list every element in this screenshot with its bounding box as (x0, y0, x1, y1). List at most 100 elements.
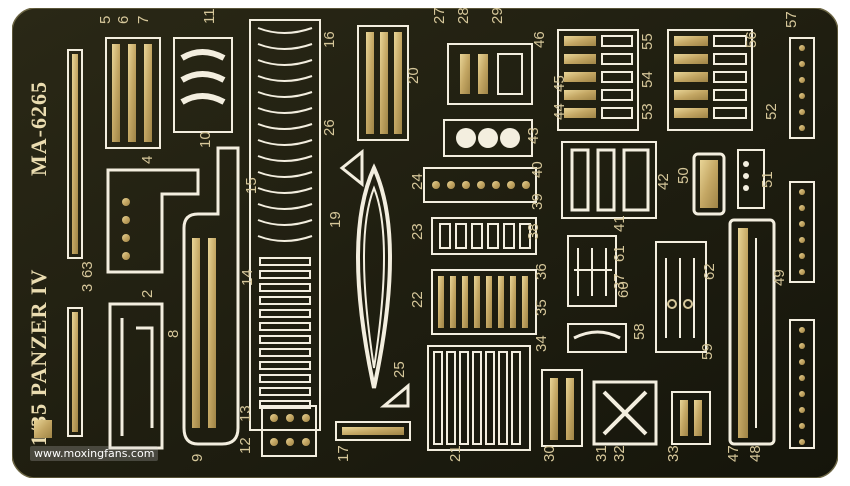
part-42-50 (692, 152, 726, 216)
part-63 (67, 49, 83, 259)
part-43 (443, 119, 533, 157)
part-8-9-10 (182, 146, 240, 446)
part-number-label: 11 (201, 8, 218, 24)
part-number-label: 36 (533, 263, 550, 280)
part-number-label: 57 (783, 11, 800, 28)
part-25 (379, 382, 410, 408)
part-number-label: 59 (699, 343, 716, 360)
part-number-label: 24 (409, 173, 426, 190)
part-number-label: 7 (135, 16, 152, 24)
part-20 (357, 25, 409, 141)
photo-etch-fret: 1/35 PANZER IV MA-6265 (12, 8, 838, 478)
part-number-label: 5 (97, 16, 114, 24)
part-26 (339, 148, 364, 188)
part-number-label: 63 (79, 261, 96, 278)
part-14-15-16 (249, 19, 321, 431)
part-5-6-7 (105, 37, 161, 149)
part-number-label: 31 (593, 445, 610, 462)
part-12-13 (261, 405, 317, 457)
part-number-label: 43 (525, 127, 542, 144)
part-number-label: 62 (701, 263, 718, 280)
part-number-label: 2 (139, 290, 156, 298)
part-number-label: 8 (165, 330, 182, 338)
part-44-45-46 (557, 29, 639, 131)
part-number-label: 54 (639, 71, 656, 88)
part-3 (67, 307, 83, 437)
part-number-label: 30 (541, 445, 558, 462)
watermark: www.moxingfans.com (30, 446, 159, 461)
part-number-label: 28 (455, 8, 472, 24)
maker-logo (34, 420, 52, 438)
part-number-label: 42 (655, 173, 672, 190)
part-number-label: 23 (409, 223, 426, 240)
part-number-label: 61 (611, 245, 628, 262)
part-number-label: 33 (665, 445, 682, 462)
part-number-label: 45 (551, 75, 568, 92)
part-34 (567, 323, 627, 353)
part-number-label: 15 (243, 177, 260, 194)
fret-base (12, 8, 838, 478)
part-57 (789, 37, 815, 449)
part-number-label: 39 (529, 193, 546, 210)
part-52-56 (667, 29, 753, 131)
part-47-48-49 (728, 218, 776, 446)
part-19 (356, 163, 392, 389)
part-number-label: 48 (747, 445, 764, 462)
part-number-label: 4 (139, 156, 156, 164)
part-number-label: 50 (675, 167, 692, 184)
part-number-label: 49 (771, 269, 788, 286)
part-27-28-29 (447, 43, 533, 105)
part-number-label: 14 (239, 269, 256, 286)
part-number-label: 38 (525, 223, 542, 240)
part-31-32 (592, 380, 658, 446)
part-number-label: 27 (431, 8, 448, 24)
part-number-label: 32 (611, 445, 628, 462)
part-number-label: 29 (489, 8, 506, 24)
part-number-label: 46 (531, 31, 548, 48)
part-number-label: 41 (611, 215, 628, 232)
part-number-label: 56 (743, 31, 760, 48)
part-number-label: 22 (409, 291, 426, 308)
part-17 (335, 421, 411, 441)
part-number-label: 9 (189, 454, 206, 462)
part-number-label: 58 (631, 323, 648, 340)
part-number-label: 52 (763, 103, 780, 120)
part-number-label: 16 (321, 31, 338, 48)
part-21 (427, 345, 531, 451)
part-number-label: 34 (533, 335, 550, 352)
part-number-label: 21 (447, 445, 464, 462)
part-23 (431, 217, 537, 255)
part-39-40-41 (561, 141, 657, 219)
part-number-label: 19 (327, 211, 344, 228)
part-2 (108, 302, 164, 450)
part-number-label: 47 (725, 445, 742, 462)
part-number-label: 17 (335, 445, 352, 462)
part-58-59-60-61-62 (655, 241, 707, 353)
part-36-37 (567, 235, 617, 307)
part-number-label: 12 (237, 437, 254, 454)
part-number-label: 3 (79, 284, 96, 292)
part-4 (106, 168, 200, 274)
part-number-label: 51 (759, 171, 776, 188)
part-number-label: 26 (321, 119, 338, 136)
part-number-label: 40 (529, 161, 546, 178)
part-number-label: 10 (197, 131, 214, 148)
part-11 (173, 37, 233, 133)
part-number-label: 44 (551, 103, 568, 120)
part-number-label: 35 (533, 299, 550, 316)
fret-code: MA-6265 (26, 81, 51, 176)
part-24 (423, 167, 537, 203)
part-30 (541, 369, 583, 447)
fret-title: 1/35 PANZER IV (26, 269, 51, 446)
part-number-label: 60 (615, 281, 632, 298)
part-number-label: 20 (405, 67, 422, 84)
part-number-label: 25 (391, 361, 408, 378)
part-number-label: 55 (639, 33, 656, 50)
part-number-label: 53 (639, 103, 656, 120)
part-51 (737, 149, 765, 209)
part-number-label: 13 (237, 405, 254, 422)
part-number-label: 6 (115, 16, 132, 24)
part-number-label: 37 (611, 273, 628, 290)
part-22 (431, 269, 537, 335)
